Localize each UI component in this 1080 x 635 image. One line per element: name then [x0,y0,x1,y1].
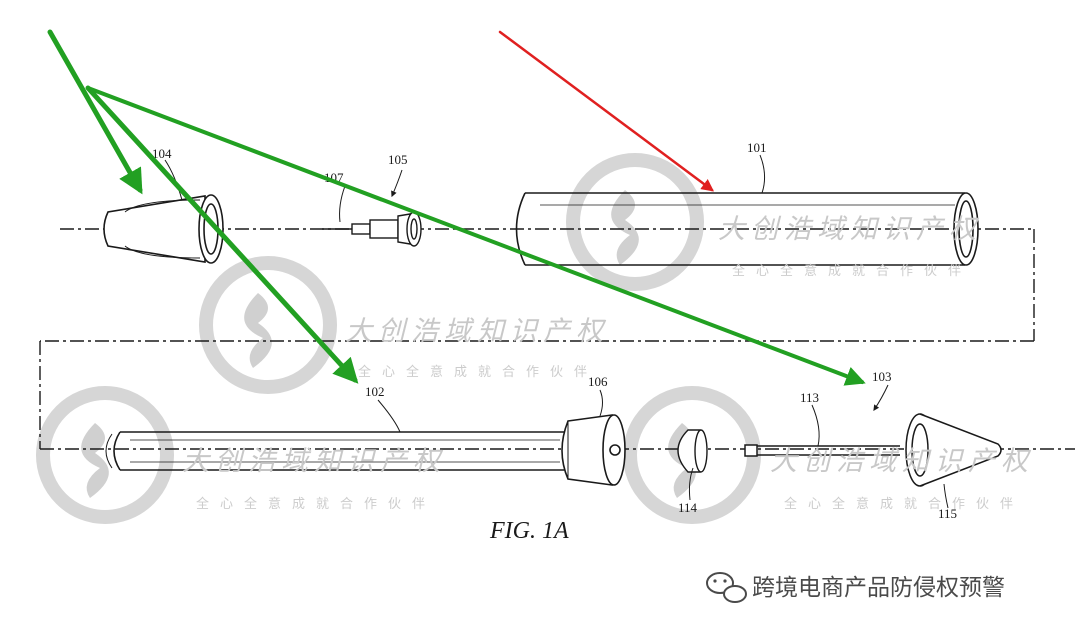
part-101-barrel [515,192,979,266]
part-105-cartridge [322,211,422,247]
watermark-text: 大创浩域知识产权 [345,316,609,347]
watermark-subtext: 全心全意成就合作伙伴 [784,496,1024,512]
part-114-insert [677,429,708,473]
label-103: 103 [872,369,892,384]
label-101: 101 [747,140,767,155]
label-113: 113 [800,390,819,405]
label-105: 105 [388,152,408,167]
label-104: 104 [152,146,172,161]
wechat-icon [706,572,747,603]
part-102-tube [105,431,565,471]
label-115: 115 [938,506,957,521]
watermark-text: 大创浩域知识产权 [718,214,982,245]
leader-lines [164,154,949,509]
credit-text: 跨境电商产品防侵权预警 [752,575,1005,601]
label-114: 114 [678,500,698,515]
label-102: 102 [365,384,385,399]
watermark-subtext: 全心全意成就合作伙伴 [196,496,436,512]
label-106: 106 [588,374,608,389]
green-arrow-102 [85,85,359,384]
part-103-tip [744,413,1002,487]
part-106-plug [561,414,626,486]
red-arrow-101 [498,30,715,192]
green-arrow-103 [86,86,866,386]
watermark-text: 大创浩域知识产权 [770,446,1034,477]
part-104-cap [103,194,224,264]
watermark-text: 大创浩域知识产权 [182,446,446,477]
annotation-arrows [47,29,866,386]
green-arrow-104 [47,29,143,195]
watermark-subtext: 全心全意成就合作伙伴 [732,263,972,279]
figure-caption: FIG. 1A [489,518,569,544]
watermark-subtext: 全心全意成就合作伙伴 [358,364,598,380]
